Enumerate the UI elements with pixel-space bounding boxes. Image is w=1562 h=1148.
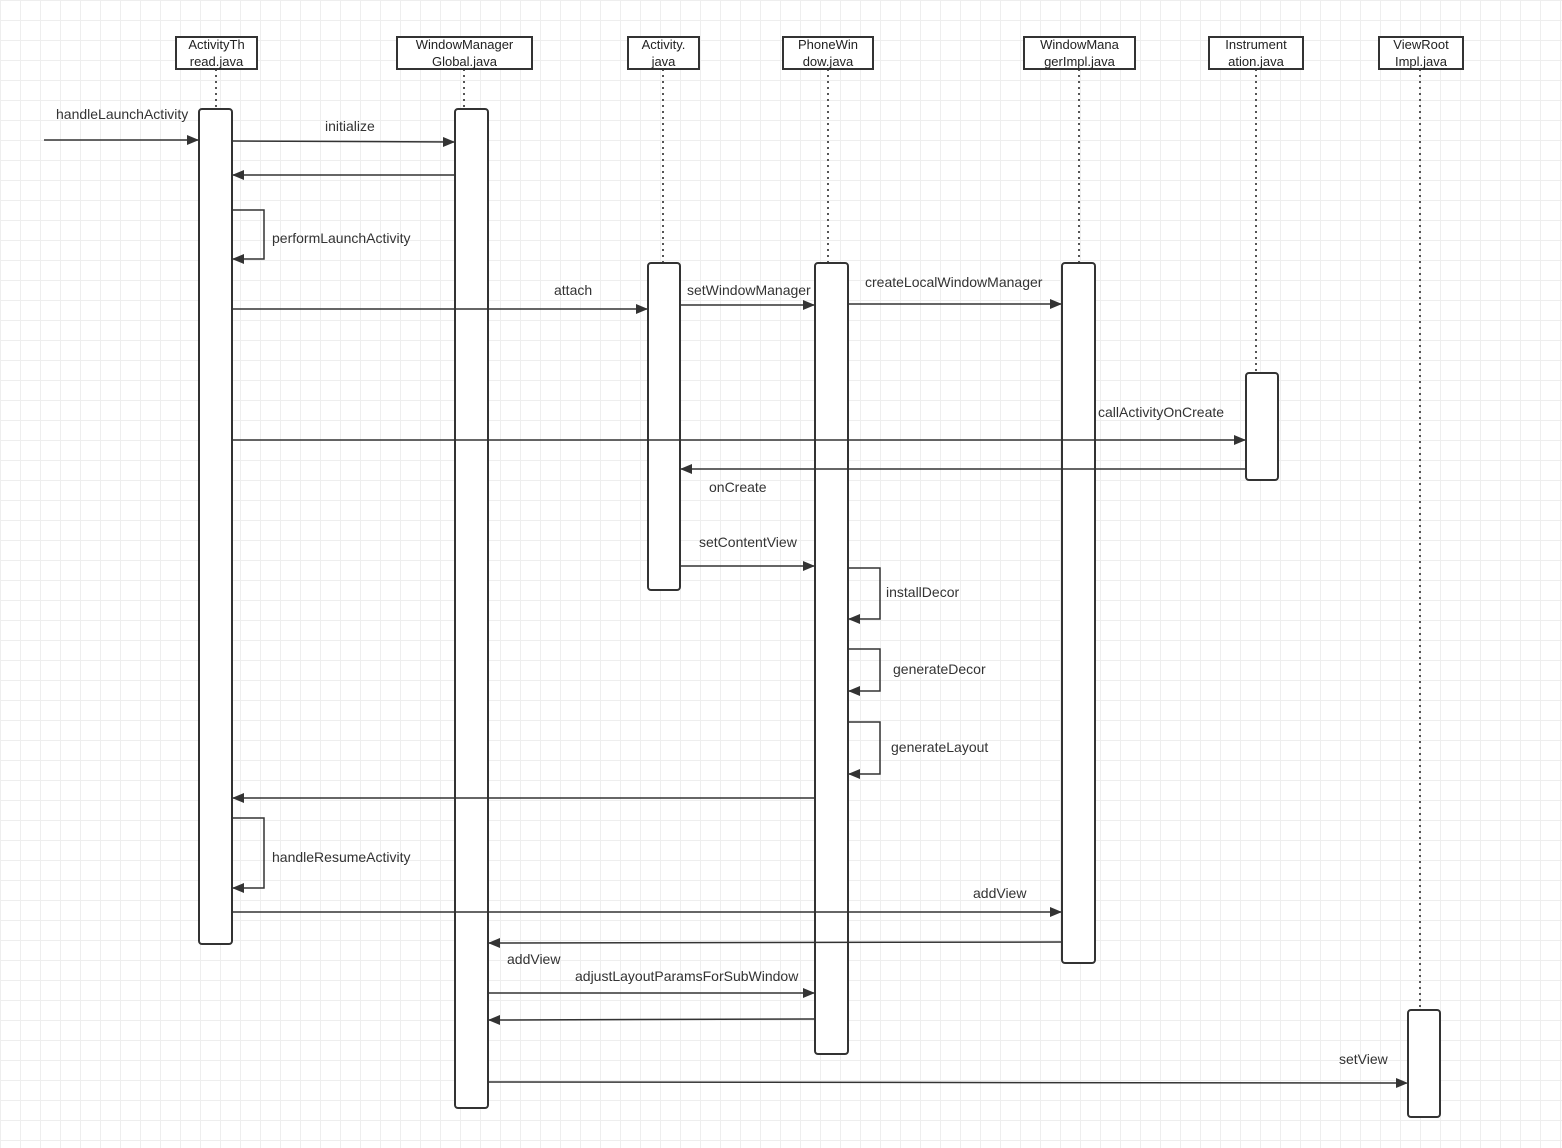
message-label-create-local-wm: createLocalWindowManager [865, 274, 1043, 290]
participant-label-line2: Global.java [431, 54, 498, 69]
participant-label-line1: WindowManager [415, 37, 514, 52]
arrow-set-view [487, 1077, 1408, 1088]
participant-label-line1: WindowMana [1040, 37, 1119, 52]
activation-wm-global [454, 108, 489, 1109]
arrow-handle-resume-self [232, 817, 265, 893]
message-label-handle-resume: handleResumeActivity [272, 849, 411, 865]
participant-label-line2: java [651, 54, 676, 69]
participant-instrumentation: Instrument ation.java [1208, 36, 1304, 70]
message-label-generate-layout: generateLayout [891, 739, 989, 755]
activation-wm-impl [1061, 262, 1096, 964]
participant-label-line2: dow.java [802, 54, 854, 69]
arrow-generate-decor-self [848, 648, 881, 696]
participant-label-line2: read.java [189, 54, 244, 69]
message-label-on-create: onCreate [709, 479, 767, 495]
message-label-add-view-impl: addView [973, 885, 1027, 901]
message-label-install-decor: installDecor [886, 584, 960, 600]
message-label-call-on-create: callActivityOnCreate [1098, 404, 1225, 420]
arrow-generate-layout-self [848, 721, 881, 779]
participant-label-line1: ViewRoot [1393, 37, 1449, 52]
message-label-perform-launch: performLaunchActivity [272, 230, 411, 246]
message-label-handle-launch: handleLaunchActivity [56, 106, 189, 122]
arrow-initialize [231, 136, 455, 147]
participant-label-line2: gerImpl.java [1044, 54, 1115, 69]
participant-activity: Activity. java [627, 36, 700, 70]
participant-phone-window: PhoneWin dow.java [782, 36, 874, 70]
activation-view-root [1407, 1009, 1441, 1118]
activation-phone-window [814, 262, 849, 1055]
message-label-set-view: setView [1339, 1051, 1388, 1067]
message-label-attach: attach [554, 282, 593, 298]
activation-activity-thread [198, 108, 233, 945]
message-label-initialize: initialize [325, 118, 375, 134]
message-label-set-content-view: setContentView [699, 534, 797, 550]
participant-label-line2: ation.java [1228, 54, 1284, 69]
message-label-set-window-manager: setWindowManager [687, 282, 811, 298]
message-label-add-view-global: addView [507, 951, 561, 967]
message-label-adjust-layout: adjustLayoutParamsForSubWindow [575, 968, 799, 984]
activation-instrumentation [1245, 372, 1279, 481]
participant-label-line1: Activity. [641, 37, 686, 52]
participant-wm-impl: WindowMana gerImpl.java [1023, 36, 1136, 70]
participant-label-line1: Instrument [1225, 37, 1287, 52]
participant-activity-thread: ActivityTh read.java [175, 36, 258, 70]
arrow-add-view-global [488, 937, 1063, 948]
message-label-generate-decor: generateDecor [893, 661, 986, 677]
activation-activity [647, 262, 681, 591]
participant-label-line1: ActivityTh [188, 37, 245, 52]
participant-label-line2: Impl.java [1394, 54, 1448, 69]
arrow-perform-launch-self [232, 209, 265, 264]
arrow-install-decor-self [848, 567, 881, 624]
arrow-adjust-layout-return [488, 1014, 816, 1025]
participant-label-line1: PhoneWin [798, 37, 858, 52]
